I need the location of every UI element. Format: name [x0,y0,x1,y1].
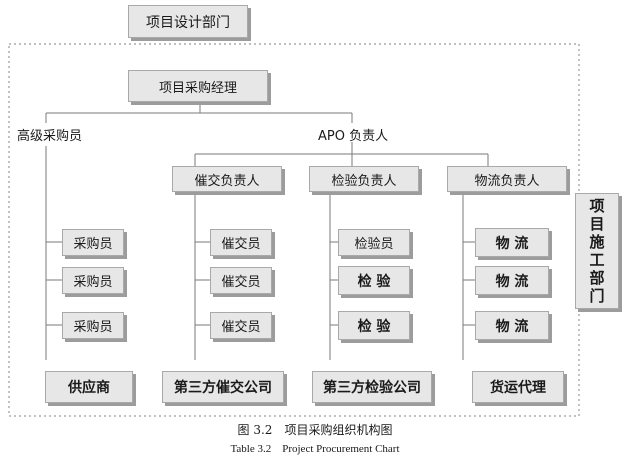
supplier-box: 供应商 [45,371,133,403]
expediter-box: 催交员 [210,229,272,256]
third-party-expediting-box: 第三方催交公司 [162,371,284,403]
logistics-lead-box: 物流负责人 [447,166,567,192]
design-department-box: 项目设计部门 [128,5,248,38]
construction-department-box: 项目施工部门 [575,193,619,309]
expediter-box: 催交员 [210,267,272,294]
senior-buyer-label: 高级采购员 [17,129,83,144]
logistics-box: 物 流 [475,266,549,295]
logistics-box: 物 流 [475,311,549,340]
expedite-lead-box: 催交负责人 [172,166,282,192]
apo-lead-label: APO 负责人 [318,129,389,144]
buyer-box: 采购员 [62,229,124,256]
inspector-box: 检验员 [338,229,410,256]
procurement-manager-box: 项目采购经理 [128,70,268,102]
inspection-lead-box: 检验负责人 [309,166,419,192]
third-party-inspection-box: 第三方检验公司 [312,371,432,403]
logistics-box: 物 流 [475,228,549,257]
construction-department-label: 项目施工部门 [589,197,605,305]
caption-chinese: 图 3.2 项目采购组织机构图 [237,423,393,437]
expediter-box: 催交员 [210,312,272,339]
inspection-box: 检 验 [338,266,410,295]
buyer-box: 采购员 [62,267,124,294]
caption-english: Table 3.2 Project Procurement Chart [230,443,400,455]
inspection-box: 检 验 [338,311,410,340]
freight-forwarder-box: 货运代理 [472,371,564,403]
buyer-box: 采购员 [62,312,124,339]
